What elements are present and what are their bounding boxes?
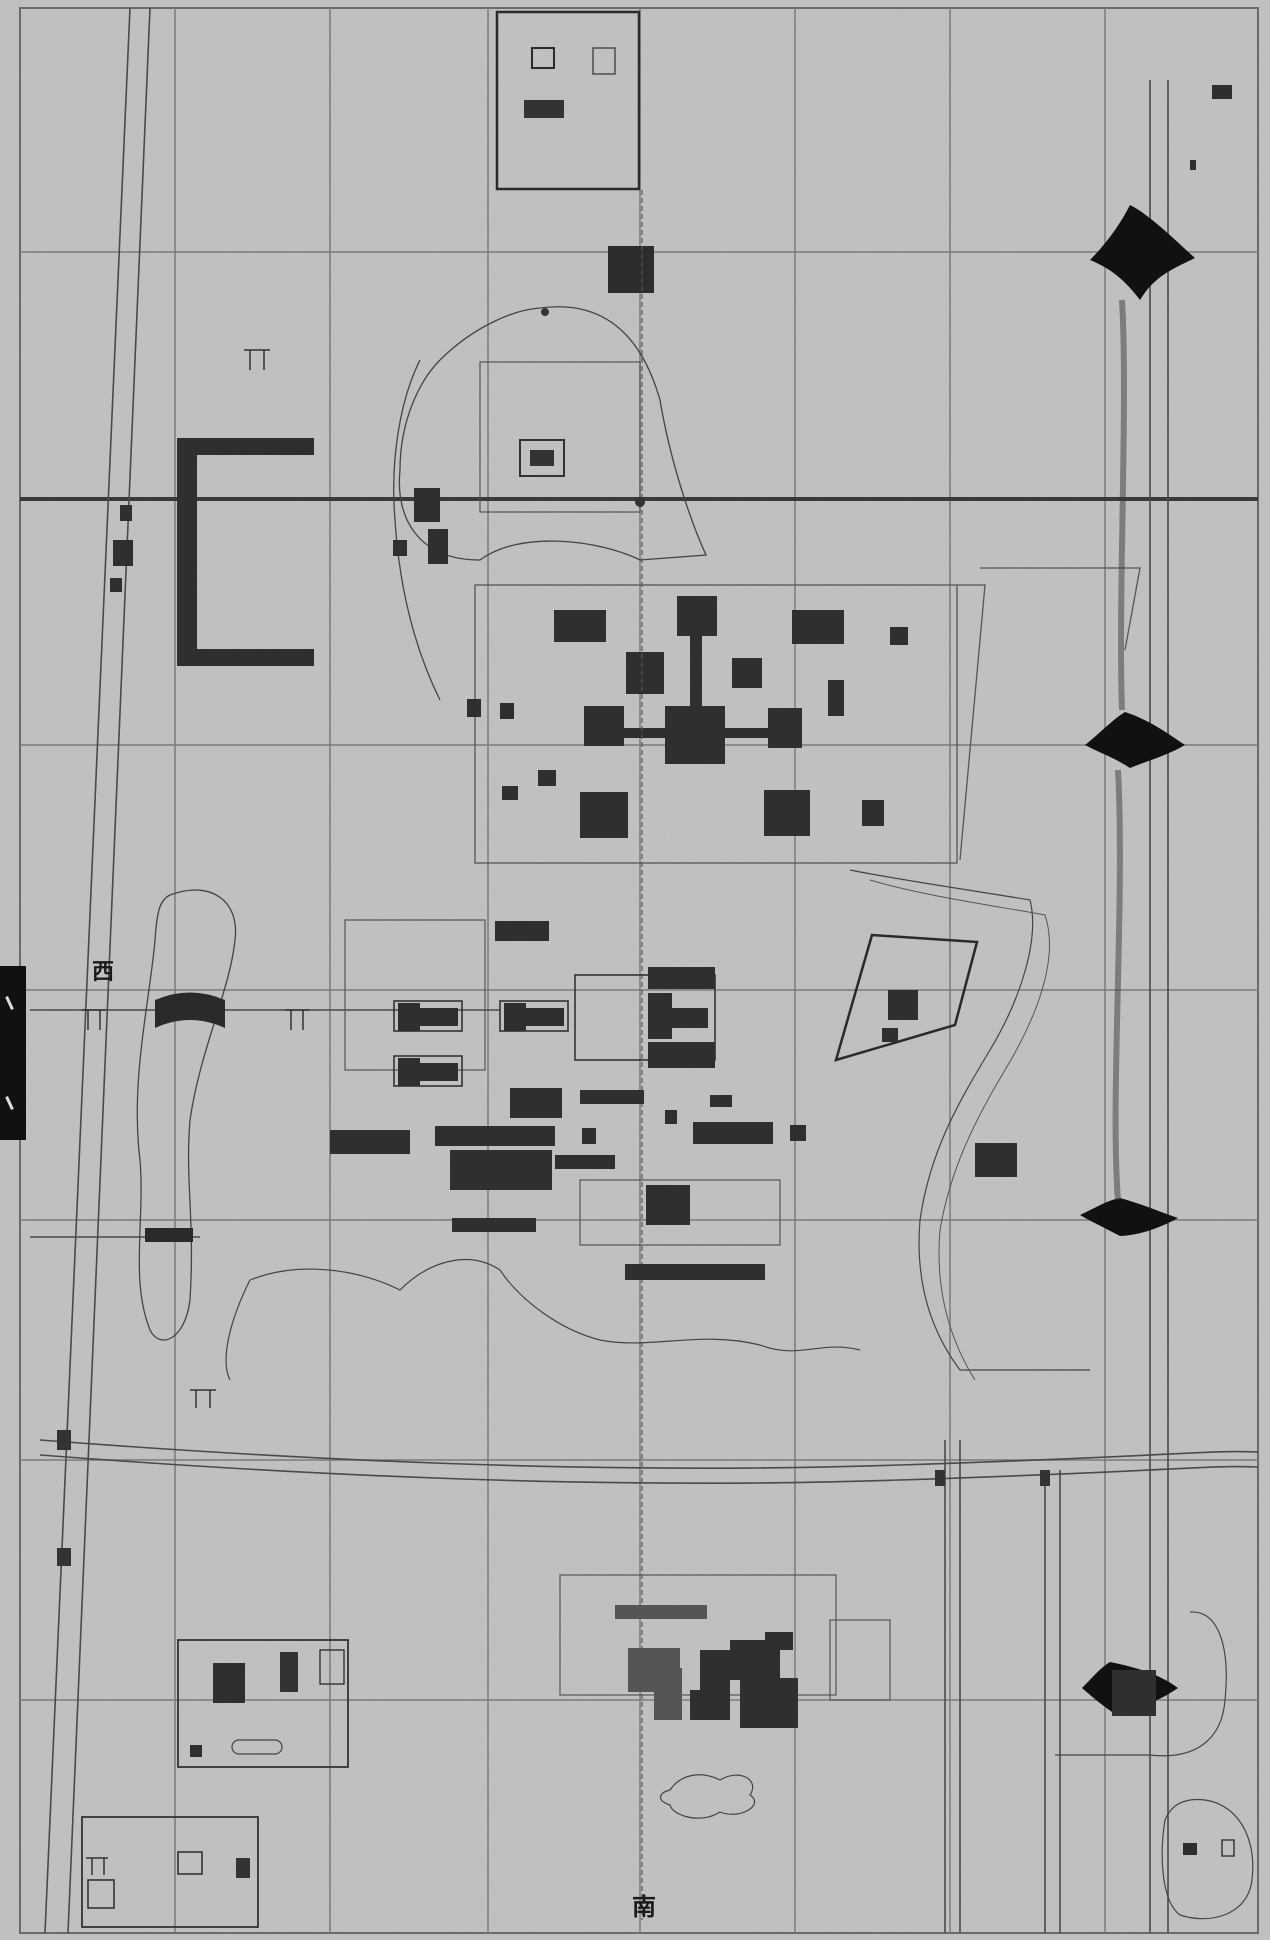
pond-outline: [393, 306, 707, 701]
west-arch-gate: [155, 992, 225, 1028]
east-compound-annex: [882, 1028, 898, 1042]
southeast-shrine: [1183, 1843, 1197, 1855]
south-rock-garden: [660, 1774, 756, 1819]
south-compound: [559, 1574, 891, 1728]
left-edge-tab: [0, 966, 26, 1140]
east-compound-hall: [888, 990, 918, 1020]
shrine-north: [519, 439, 565, 477]
l-shaped-hall: [177, 438, 314, 666]
west-bridge: [145, 1228, 193, 1242]
middle-compound: [330, 919, 806, 1280]
west-halls: [110, 488, 448, 592]
west-pond: [136, 889, 237, 1341]
east-side-structures: [1112, 85, 1232, 1716]
southwest-corner-compound: [81, 1816, 259, 1928]
roads: [30, 7, 1259, 1934]
southwest-compound: [177, 1639, 349, 1768]
north-gate-hall: [608, 246, 654, 293]
west-gates: [82, 349, 310, 1408]
inner-enclosure: [479, 361, 641, 513]
garden-pond: [225, 1259, 861, 1381]
road-markers: [57, 308, 1050, 1566]
east-compound: [834, 933, 979, 1062]
north-enclosure: [495, 10, 641, 191]
east-garden-path: [849, 869, 1090, 1371]
east-hall: [975, 1143, 1017, 1177]
stain-streak: [1112, 299, 1127, 1201]
main-compound: [467, 567, 1141, 864]
southeast-shrine-2: [1221, 1839, 1235, 1857]
southeast-enclosure: [1055, 1611, 1227, 1757]
southeast-corner-enclosure: [1161, 1798, 1254, 1920]
shrine-north-core: [530, 450, 554, 466]
east-garden-path-inner: [869, 879, 1050, 1381]
